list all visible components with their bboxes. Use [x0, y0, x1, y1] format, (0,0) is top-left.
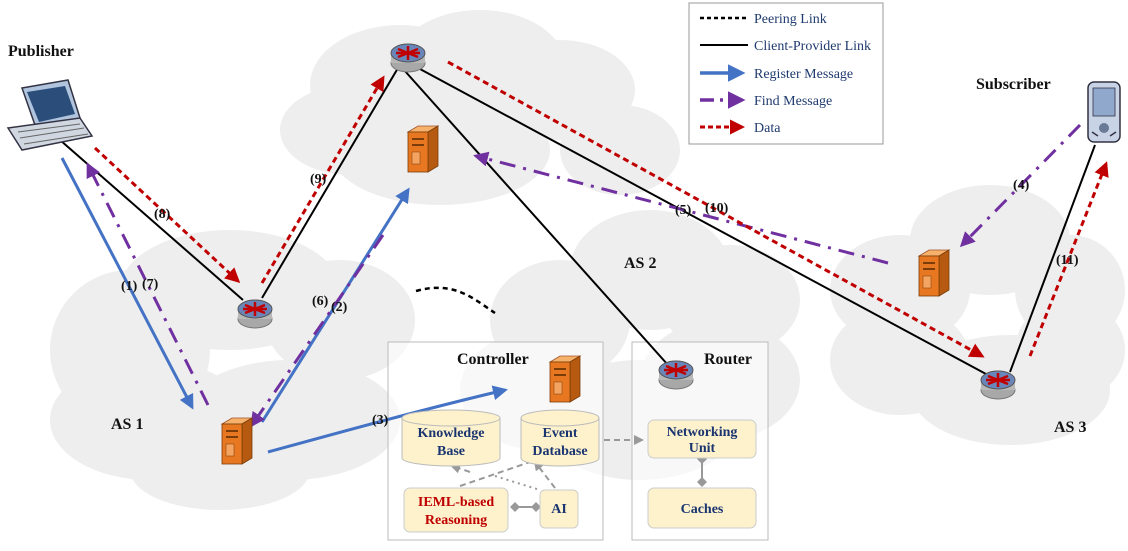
legend: Peering Link Client-Provider Link Regist…	[700, 12, 871, 136]
publisher-label: Publisher	[8, 43, 74, 60]
router-as3-icon	[979, 369, 1017, 401]
step-8: (8)	[154, 207, 171, 222]
cloud-as1	[50, 230, 415, 510]
step-11: (11)	[1056, 253, 1079, 268]
svg-text:Caches: Caches	[681, 502, 724, 517]
step-7: (7)	[142, 277, 159, 292]
svg-text:AI: AI	[551, 502, 567, 517]
legend-label-peering: Peering Link	[754, 12, 827, 27]
knowledge-base-line2: Base	[437, 444, 465, 459]
server-as1-icon	[221, 417, 253, 465]
controller-title: Controller	[457, 351, 529, 368]
step-5: (5)	[675, 203, 692, 218]
svg-text:Networking: Networking	[667, 425, 738, 440]
reasoning-box: IEML-based Reasoning	[403, 487, 509, 533]
server-core-icon	[407, 125, 439, 173]
event-database-line1: Event	[543, 426, 578, 441]
legend-label-data: Data	[754, 121, 781, 136]
event-database-line2: Database	[532, 444, 587, 459]
step-6: (6)	[312, 294, 329, 309]
subscriber-label: Subscriber	[976, 76, 1051, 93]
ai-box: AI	[539, 489, 579, 529]
step-9: (9)	[310, 172, 327, 187]
event-database-db: Event Database	[520, 409, 600, 467]
legend-label-register: Register Message	[754, 67, 853, 82]
peering-link	[415, 286, 496, 315]
networking-unit-box: Networking Unit	[647, 419, 757, 459]
router-core-icon	[389, 42, 427, 74]
as3-label: AS 3	[1054, 419, 1086, 436]
knowledge-base-db: Knowledge Base	[401, 409, 501, 467]
legend-label-client-provider: Client-Provider Link	[754, 39, 871, 54]
step-1: (1)	[121, 279, 138, 294]
svg-text:IEML-based: IEML-based	[418, 495, 494, 510]
svg-text:Reasoning: Reasoning	[425, 513, 487, 528]
router-as2-icon	[657, 359, 695, 391]
svg-text:Unit: Unit	[689, 441, 716, 456]
laptop-icon	[6, 79, 94, 151]
legend-label-find: Find Message	[754, 94, 832, 109]
data-flows	[93, 60, 1109, 358]
controller-server-icon	[549, 355, 581, 403]
router-as1-icon	[236, 298, 274, 330]
step-4: (4)	[1013, 178, 1030, 193]
knowledge-base-line1: Knowledge	[418, 426, 485, 441]
router-title: Router	[704, 351, 752, 368]
caches-box: Caches	[647, 487, 757, 529]
step-10: (10)	[705, 201, 729, 216]
find-messages	[86, 123, 1082, 428]
cloud-as3	[830, 185, 1125, 445]
step-labels: (1) (7) (8) (9) (6) (2) (3) (5) (10) (4)…	[121, 172, 1079, 428]
phone-icon	[1087, 81, 1121, 143]
server-as3-icon	[918, 249, 950, 297]
step-2: (2)	[331, 300, 348, 315]
as1-label: AS 1	[111, 416, 143, 433]
internal-flows	[450, 435, 707, 512]
client-provider-links	[59, 61, 1096, 375]
step-3: (3)	[372, 413, 389, 428]
as2-label: AS 2	[624, 255, 656, 272]
